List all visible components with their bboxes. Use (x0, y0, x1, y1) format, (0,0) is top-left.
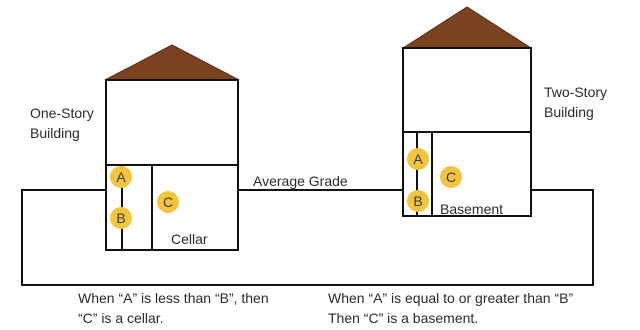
marker-a-one-story: A (110, 166, 132, 188)
marker-b-one-story-text: B (116, 210, 125, 226)
marker-a-two-story: A (407, 148, 429, 170)
marker-c-one-story: C (157, 191, 179, 213)
one-story-roof (104, 44, 240, 81)
average-grade-label: Average Grade (253, 173, 348, 189)
two-story-label-line-2: Building (544, 104, 594, 120)
two-story-roof (401, 6, 533, 49)
marker-c-two-story-text: C (446, 169, 456, 185)
marker-b-two-story: B (407, 190, 429, 212)
marker-c-one-story-text: C (163, 194, 173, 210)
caption-left-line-1: When “A” is less than “B”, then (78, 290, 269, 306)
caption-right-line-1: When “A” is equal to or greater than “B” (328, 290, 573, 306)
one-story-label-line-1: One-Story (30, 105, 94, 121)
one-story-label-line-2: Building (30, 125, 80, 141)
marker-b-one-story: B (110, 207, 132, 229)
marker-a-two-story-text: A (413, 151, 423, 167)
basement-label: Basement (440, 201, 503, 217)
marker-b-two-story-text: B (413, 193, 422, 209)
marker-c-two-story: C (440, 166, 462, 188)
cellar-label: Cellar (171, 231, 208, 247)
caption-right-line-2: Then “C” is a basement. (328, 310, 478, 326)
two-story-label-line-1: Two-Story (544, 84, 607, 100)
marker-a-one-story-text: A (116, 169, 126, 185)
caption-left-line-2: “C” is a cellar. (78, 310, 164, 326)
